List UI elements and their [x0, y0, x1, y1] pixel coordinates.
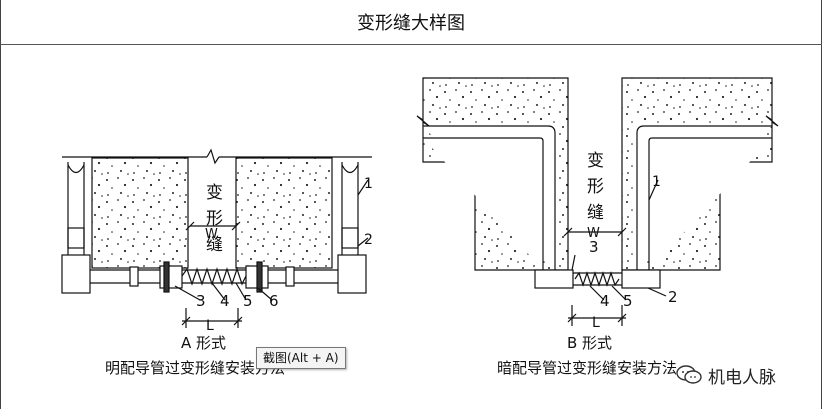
l-label-a: L	[206, 318, 214, 334]
callout-a-6: 6	[269, 292, 279, 310]
detail-b-structure	[416, 77, 779, 326]
caption-a: 明配导管过变形缝安装方法	[105, 359, 286, 377]
watermark-text: 机电人脉	[708, 367, 776, 388]
joint-label-a-1: 变	[206, 183, 223, 203]
detail-a-structure	[61, 148, 372, 328]
form-label-b: B 形式	[567, 334, 613, 352]
callout-b-3: 3	[589, 238, 599, 256]
screenshot-tooltip: 截图(Alt + A)	[256, 347, 346, 369]
joint-label-b-3: 缝	[587, 203, 604, 223]
callout-b-2: 2	[668, 288, 678, 306]
callout-a-1: 1	[364, 176, 373, 192]
joint-label-b-2: 形	[587, 177, 604, 197]
w-label-b: W	[587, 226, 600, 241]
form-label-a: A 形式	[181, 334, 227, 352]
l-label-b: L	[592, 315, 600, 331]
watermark: 机电人脉	[676, 362, 776, 388]
callout-b-4: 4	[600, 292, 610, 310]
joint-label-b-1: 变	[587, 151, 604, 171]
callout-a-5: 5	[243, 292, 253, 310]
w-label-a: W	[205, 227, 218, 242]
joint-label-a-3: 缝	[206, 235, 223, 255]
title-bar: 变形缝大样图	[0, 0, 822, 45]
page-title: 变形缝大样图	[357, 13, 465, 34]
wechat-icon	[676, 364, 702, 386]
callout-a-4: 4	[220, 292, 230, 310]
joint-label-a-2: 形	[206, 209, 223, 229]
callout-b-5: 5	[623, 292, 633, 310]
callout-a-3: 3	[196, 292, 206, 310]
caption-b: 暗配导管过变形缝安装方法	[497, 359, 678, 377]
callout-a-2: 2	[364, 232, 373, 248]
callout-b-1: 1	[652, 174, 661, 190]
